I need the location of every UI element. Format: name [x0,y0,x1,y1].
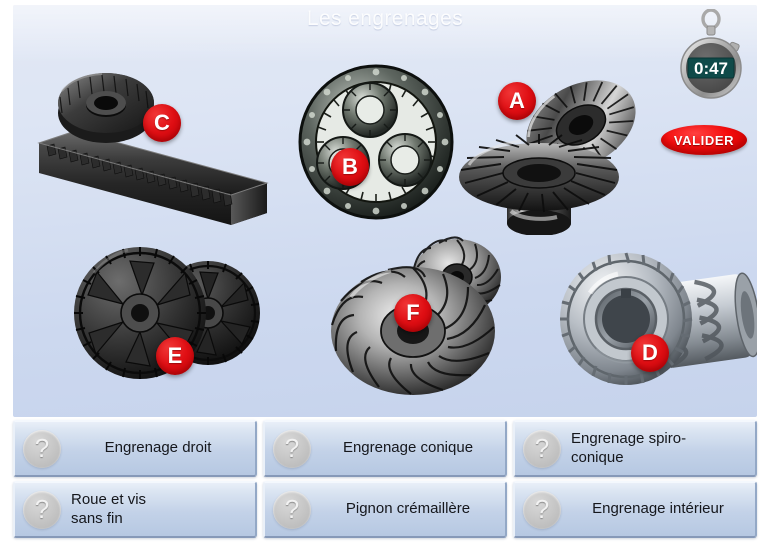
gear-badge-C[interactable]: C [143,104,181,142]
question-mark-icon: ? [273,429,311,468]
page-title: Les engrenages [306,7,464,30]
answer-button-engrenage-droit[interactable]: ? Engrenage droit [13,420,257,477]
question-mark-icon: ? [273,490,311,529]
gear-badge-label: D [642,340,658,365]
answer-label: Engrenage droit [104,439,212,457]
gear-image-bevel-pair[interactable] [453,53,648,235]
answer-options: ? Engrenage droit ? Engrenage conique ? … [13,420,757,538]
answer-button-engrenage-conique[interactable]: ? Engrenage conique [263,420,507,477]
answer-label: Pignon crémaillère [345,500,471,518]
gear-badge-label: A [509,88,525,113]
gear-image-worm-drive[interactable] [546,243,757,399]
question-mark-icon: ? [523,490,561,529]
gear-badge-B[interactable]: B [331,148,369,186]
gear-badge-E[interactable]: E [156,337,194,375]
gear-badge-label: E [167,343,183,368]
gear-badge-D[interactable]: D [631,334,669,372]
stopwatch-icon: 0:47 [677,8,745,109]
question-mark-icon: ? [523,429,561,468]
gear-badge-A[interactable]: A [498,82,536,120]
gear-badge-label: C [154,110,170,135]
validate-button[interactable]: VALIDER [661,125,747,155]
answer-label: Engrenage spiro-conique [571,430,687,466]
gear-image-internal-ring[interactable] [296,60,456,222]
gear-image-rack-and-pinion[interactable] [31,55,281,235]
answer-label: Engrenage intérieur [592,500,724,518]
question-mark-icon: ? [23,490,61,529]
gear-badge-label: F [406,300,420,325]
illustration-stage: Les engrenages [13,5,757,417]
question-mark-icon: ? [23,429,61,468]
gear-badge-F[interactable]: F [394,294,432,332]
answer-button-engrenage-interieur[interactable]: ? Engrenage intérieur [513,481,757,538]
answer-label: Engrenage conique [342,439,474,457]
stopwatch-value: 0:47 [694,59,728,78]
answer-button-pignon-cremaillere[interactable]: ? Pignon crémaillère [263,481,507,538]
answer-button-engrenage-spiro-conique[interactable]: ? Engrenage spiro-conique [513,420,757,477]
validate-button-label: VALIDER [673,132,735,148]
gear-badge-label: B [342,154,358,179]
